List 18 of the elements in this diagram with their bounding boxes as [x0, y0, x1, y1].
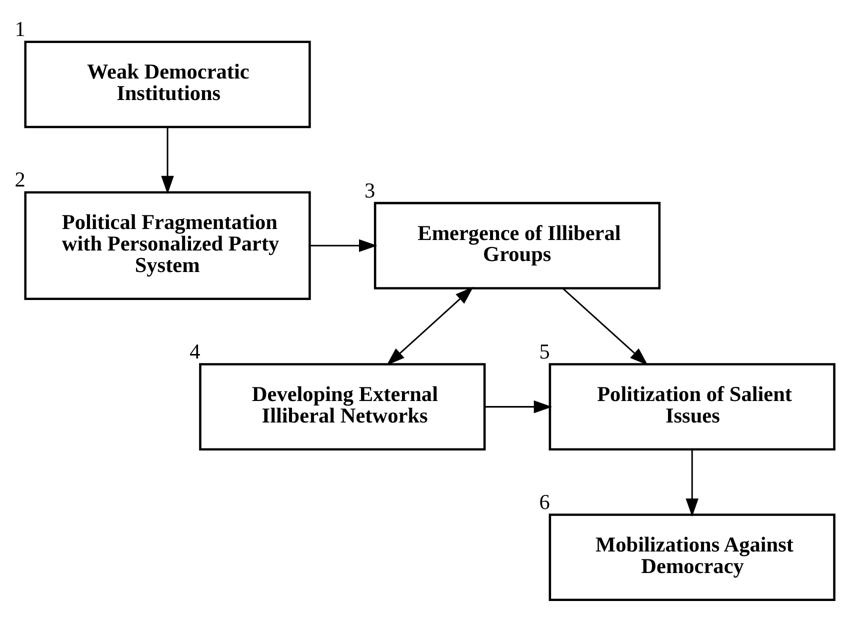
node-box: Politization of Salient Issues	[548, 363, 836, 451]
node-label: 6	[539, 490, 550, 514]
arrow	[562, 288, 648, 366]
arrow	[386, 286, 474, 366]
node-label: 5	[539, 339, 550, 364]
arrow	[485, 400, 552, 414]
node-box: Developing External Illiberal Networks	[199, 363, 486, 451]
node-label: 1	[14, 17, 26, 42]
node-box: Mobilizations Against Democracy	[548, 514, 836, 602]
node-label: 3	[364, 178, 376, 202]
node-box: Weak Democratic Institutions	[24, 40, 311, 128]
arrow	[686, 449, 698, 517]
arrow	[161, 127, 174, 194]
arrow	[310, 239, 378, 252]
node-box: Political Fragmentation with Personalized Party System	[24, 191, 311, 300]
node-label: 2	[14, 168, 26, 192]
node-label: 4	[190, 339, 200, 364]
node-box: Emergence of Illiberal Groups	[374, 202, 661, 290]
